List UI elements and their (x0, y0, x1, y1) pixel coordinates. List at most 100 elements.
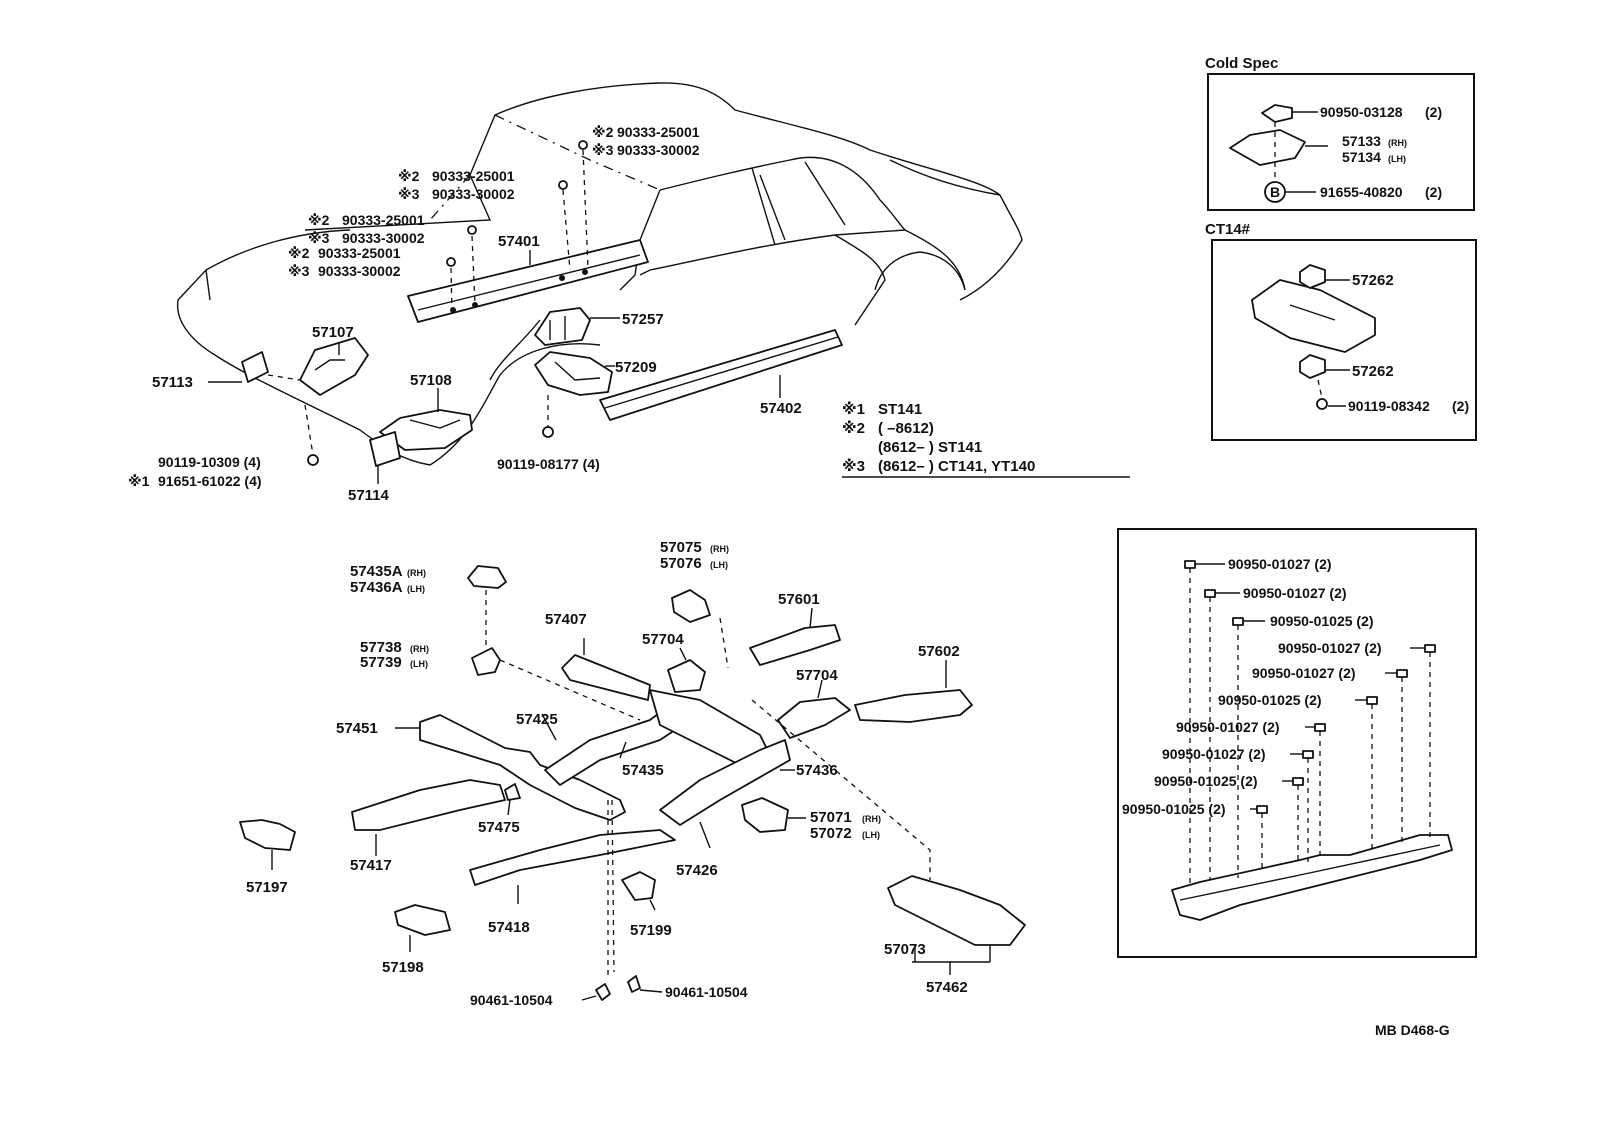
label-side: (RH) (710, 544, 729, 554)
car-body-outline (176, 82, 1023, 466)
part-57107 (299, 337, 369, 396)
label-clip: 90461-10504 (470, 992, 553, 1008)
label-57462: 57462 (926, 979, 968, 996)
plug-mark: ※3 (398, 186, 420, 202)
label-57451: 57451 (336, 720, 378, 737)
label-57602: 57602 (918, 643, 960, 660)
label-side: (LH) (410, 659, 428, 669)
ct14-box: CT14# 57262 57262 90119-08342 (2) (1205, 221, 1477, 441)
label-57601: 57601 (778, 591, 820, 608)
label-57209: 57209 (615, 359, 657, 376)
label-57113: 57113 (152, 374, 193, 391)
plug-label: 90950-01025 (2) (1218, 692, 1322, 708)
marker-b: B (1270, 184, 1280, 200)
label-57704: 57704 (796, 667, 838, 684)
label-57076: 57076 (660, 555, 702, 572)
cold-part: 57133 (1342, 133, 1381, 149)
cold-part: 57134 (1342, 149, 1381, 165)
label-side: (LH) (862, 830, 880, 840)
note-text: (8612– ) CT141, YT140 (878, 458, 1035, 475)
plug-mark: ※2 (308, 212, 330, 228)
plug-number: 90333-25001 (432, 168, 515, 184)
part-57108 (379, 409, 473, 451)
ct14-part: 57262 (1352, 272, 1394, 289)
label-57108: 57108 (410, 372, 452, 389)
plug-label: 90950-01025 (2) (1122, 801, 1226, 817)
plug-box: 90950-01027 (2) 90950-01027 (2) 90950-01… (1117, 528, 1477, 958)
label-57199: 57199 (630, 922, 672, 939)
label-57071: 57071 (810, 809, 852, 826)
plug-label: 90950-01027 (2) (1162, 746, 1266, 762)
plug-number: 90333-25001 (342, 212, 425, 228)
label-57436: 57436 (796, 762, 838, 779)
plug-mark: ※3 (308, 230, 330, 246)
cold-qty: (2) (1425, 104, 1442, 120)
label-57739: 57739 (360, 654, 402, 671)
label-57073: 57073 (884, 941, 926, 958)
part-57402 (599, 329, 843, 421)
cold-part: 91655-40820 (1320, 184, 1403, 200)
label-57257: 57257 (622, 311, 664, 328)
label-side: (RH) (410, 644, 429, 654)
label-mark-1: ※1 (128, 473, 150, 489)
bolt-group-body (307, 140, 588, 466)
label-57738: 57738 (360, 639, 402, 656)
label-57425: 57425 (516, 711, 558, 728)
notes-block: ※1 ST141 ※2 ( –8612) (8612– ) ST141 ※3 (… (842, 400, 1130, 478)
diagram-code: MB D468-G (1375, 1022, 1450, 1038)
label-bolt-91651-61022: 91651-61022 (4) (158, 473, 262, 489)
label-bolt-90119-10309: 90119-10309 (4) (158, 454, 261, 470)
plug-number: 90333-30002 (318, 263, 401, 279)
label-57435a: 57435A (350, 563, 403, 580)
label-57435: 57435 (622, 762, 664, 779)
label-57401: 57401 (498, 233, 540, 250)
ct14-part: 57262 (1352, 363, 1394, 380)
frame-assembly (239, 565, 1026, 1001)
note-text: (8612– ) ST141 (878, 439, 982, 456)
label-side: (LH) (407, 584, 425, 594)
label-57475: 57475 (478, 819, 520, 836)
plug-number: 90333-30002 (617, 142, 700, 158)
cold-part: 90950-03128 (1320, 104, 1403, 120)
note-mark: ※1 (842, 400, 865, 418)
plug-mark: ※2 (288, 245, 310, 261)
label-side: (RH) (862, 814, 881, 824)
cold-side: (LH) (1388, 154, 1406, 164)
part-57209 (534, 351, 613, 396)
label-57417: 57417 (350, 857, 392, 874)
plug-mark: ※2 (398, 168, 420, 184)
plug-dash-lines (1189, 568, 1431, 885)
plug-markers (1184, 560, 1436, 814)
cold-side: (RH) (1388, 138, 1407, 148)
plug-number: 90333-30002 (342, 230, 425, 246)
label-bolt-90119-08177: 90119-08177 (4) (497, 456, 600, 472)
label-57418: 57418 (488, 919, 530, 936)
body-dash-lines (267, 149, 589, 456)
plug-number: 90333-25001 (318, 245, 401, 261)
plug-label: 90950-01027 (2) (1252, 665, 1356, 681)
label-57402: 57402 (760, 400, 802, 417)
cold-qty: (2) (1425, 184, 1442, 200)
label-57198: 57198 (382, 959, 424, 976)
plug-number: 90333-30002 (432, 186, 515, 202)
label-side: (RH) (407, 568, 426, 578)
plug-mark: ※3 (592, 142, 614, 158)
label-clip: 90461-10504 (665, 984, 748, 1000)
part-57114 (369, 431, 401, 467)
plug-label: 90950-01025 (2) (1270, 613, 1374, 629)
ct14-qty: (2) (1452, 398, 1469, 414)
label-57072: 57072 (810, 825, 852, 842)
plug-label: 90950-01027 (2) (1243, 585, 1347, 601)
label-side: (LH) (710, 560, 728, 570)
note-mark: ※3 (842, 457, 865, 475)
label-57407: 57407 (545, 611, 587, 628)
plug-label: 90950-01027 (2) (1176, 719, 1280, 735)
label-57075: 57075 (660, 539, 702, 556)
note-mark: ※2 (842, 419, 865, 437)
label-57107: 57107 (312, 324, 354, 341)
plug-number: 90333-25001 (617, 124, 700, 140)
cold-spec-box: Cold Spec B 90950-03128 (2) 57133 (RH) 5… (1205, 55, 1475, 211)
part-57401 (407, 239, 649, 323)
label-57197: 57197 (246, 879, 288, 896)
